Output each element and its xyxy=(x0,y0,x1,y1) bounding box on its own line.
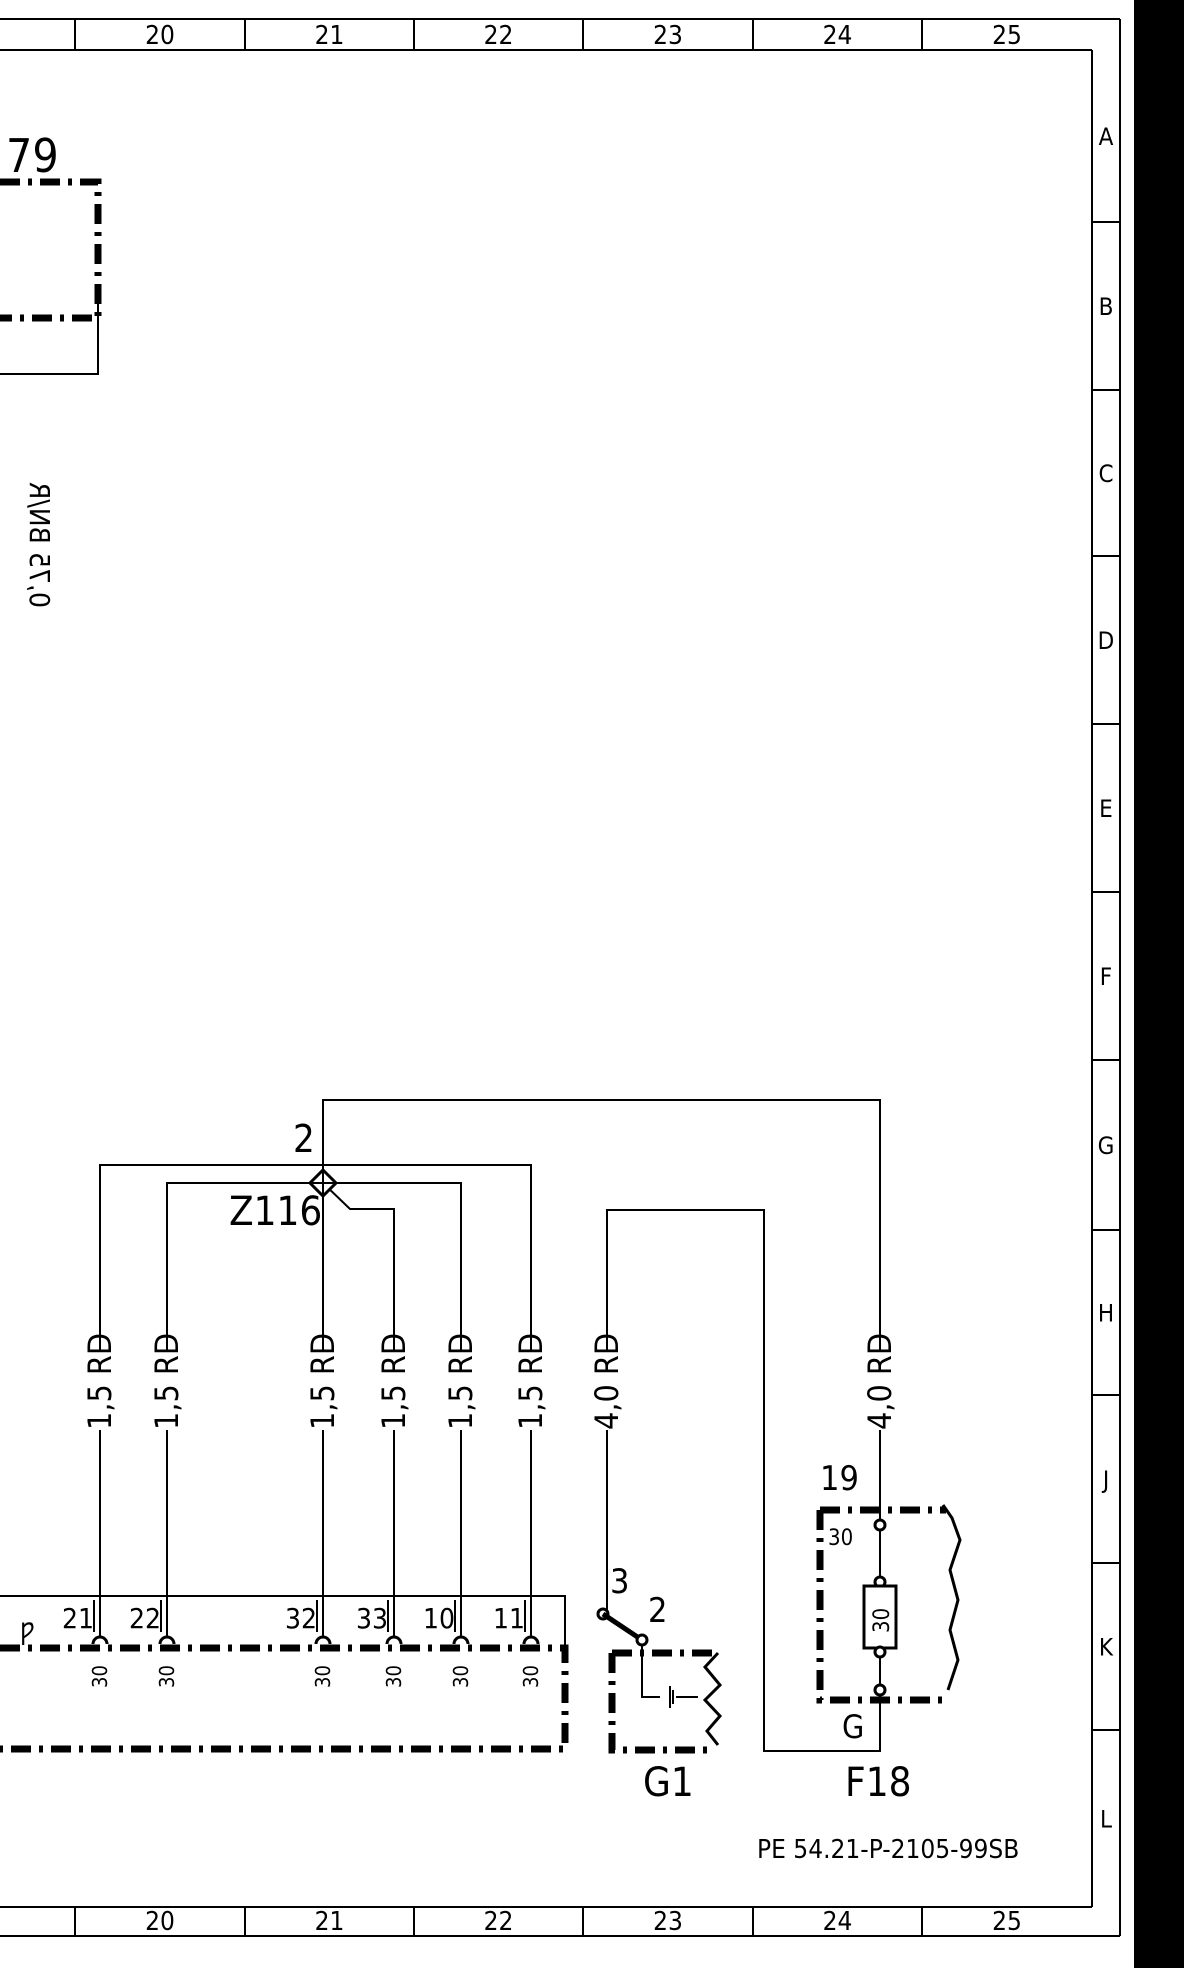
connector-terminal-label: 30 xyxy=(311,1665,335,1688)
top-left-fragment: 79 0,75 BN/R xyxy=(0,129,102,608)
wire-label: 1,5 RD xyxy=(442,1333,480,1430)
wire-label: 4,0 RD xyxy=(861,1333,899,1430)
column-label-24: 24 xyxy=(823,21,853,51)
connector-pin-number: 22 xyxy=(129,1602,161,1635)
column-label-23: 23 xyxy=(653,21,683,51)
column-label-20: 20 xyxy=(145,21,175,51)
wire-label: 1,5 RD xyxy=(512,1333,550,1430)
connector-pin-mark xyxy=(522,1635,540,1645)
connector-pin-mark xyxy=(385,1635,403,1645)
column-label-22: 22 xyxy=(484,21,514,51)
fuse-rating: 30 xyxy=(870,1608,895,1633)
fuse-f18: 30 30 19 G F18 xyxy=(816,1459,962,1806)
connector-terminal-label: 30 xyxy=(519,1665,543,1688)
splice-label: Z116 xyxy=(229,1189,322,1235)
connector-terminal-label: 30 xyxy=(382,1665,406,1688)
fuse-label: F18 xyxy=(845,1760,911,1806)
row-label-L: L xyxy=(1100,1806,1112,1834)
column-label-22: 22 xyxy=(484,1907,514,1937)
generator-pin-b: 2 xyxy=(648,1591,667,1631)
right-black-margin xyxy=(1134,0,1184,1968)
wire-label: 4,0 RD xyxy=(588,1333,626,1430)
connector-pin-mark xyxy=(91,1635,109,1645)
connector-pin-number: 33 xyxy=(356,1602,388,1635)
row-label-B: B xyxy=(1099,293,1114,321)
generator-pin-a: 3 xyxy=(610,1562,629,1602)
wire-label: 1,5 RD xyxy=(375,1333,413,1430)
row-label-F: F xyxy=(1100,963,1112,991)
connector-pin-number: 10 xyxy=(423,1602,455,1635)
fuse-pin-top: 19 xyxy=(820,1459,859,1499)
connector-pin-number: 32 xyxy=(285,1602,317,1635)
connector-pin-mark xyxy=(314,1635,332,1645)
connector-pin-mark xyxy=(158,1635,176,1645)
splice-z116: 2 Z116 xyxy=(229,1117,339,1235)
wire-label: 1,5 RD xyxy=(81,1333,119,1430)
wire-label: 1,5 RD xyxy=(304,1333,342,1430)
column-label-23: 23 xyxy=(653,1907,683,1937)
row-label-A: A xyxy=(1099,123,1114,151)
row-label-D: D xyxy=(1098,627,1115,655)
row-markers: A B C D E F G H J K L xyxy=(1092,123,1120,1834)
row-label-K: K xyxy=(1099,1634,1114,1662)
row-label-C: C xyxy=(1098,460,1113,488)
row-label-J: J xyxy=(1101,1466,1109,1494)
row-label-H: H xyxy=(1098,1300,1114,1328)
document-reference: PE 54.21-P-2105-99SB xyxy=(757,1835,1019,1865)
column-label-20: 20 xyxy=(145,1907,175,1937)
connector-terminal-label: 30 xyxy=(155,1665,179,1688)
connector-pin-number: 11 xyxy=(493,1602,525,1635)
drawing-frame xyxy=(0,18,1121,1937)
column-label-25: 25 xyxy=(992,21,1022,51)
column-label-25: 25 xyxy=(992,1907,1022,1937)
generator-g1: 3 2 G1 xyxy=(596,1562,723,1806)
column-label-24: 24 xyxy=(823,1907,853,1937)
splice-pin: 2 xyxy=(293,1117,315,1161)
row-label-G: G xyxy=(1098,1132,1115,1160)
wire-labels: 1,5 RD 1,5 RD 1,5 RD 1,5 RD 1,5 RD 1,5 RD 4,0 … xyxy=(81,1333,899,1430)
svg-text:Ƿ: Ƿ xyxy=(20,1618,35,1646)
column-label-21: 21 xyxy=(315,21,345,51)
wire-network xyxy=(99,1099,881,1752)
connector-terminal-label: 30 xyxy=(449,1665,473,1688)
top-left-number: 79 xyxy=(6,129,59,183)
fuse-pin-bottom: G xyxy=(842,1708,864,1746)
connector-terminal-label: 30 xyxy=(88,1665,112,1688)
connector-pins: 21 30 22 30 32 30 33 30 10 30 11 30 xyxy=(62,1600,543,1688)
wire-label: 1,5 RD xyxy=(148,1333,186,1430)
side-rotated-text: 0,75 BN/R xyxy=(23,482,56,608)
fuse-terminal: 30 xyxy=(828,1526,853,1551)
connector-pin-mark xyxy=(452,1635,470,1645)
column-label-21: 21 xyxy=(315,1907,345,1937)
connector-block: Ƿ xyxy=(0,1595,569,1753)
generator-label: G1 xyxy=(643,1760,694,1806)
row-label-E: E xyxy=(1099,795,1113,823)
connector-pin-number: 21 xyxy=(62,1602,94,1635)
